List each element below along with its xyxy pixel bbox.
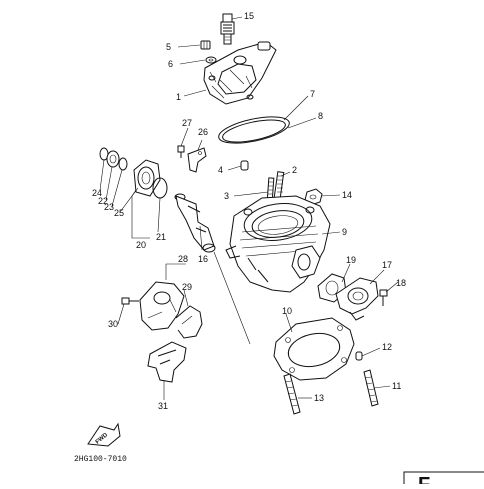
callout-11: 11 (392, 381, 401, 391)
callout-15: 15 (244, 11, 254, 21)
dowel-pin-12 (355, 351, 363, 361)
stud-bolt-13 (283, 373, 301, 415)
valve-cover-28 (139, 281, 185, 331)
head-gasket-outer (218, 116, 290, 144)
corner-letter: F (418, 474, 430, 484)
callout-26: 26 (198, 127, 208, 137)
exhaust-valve-shaft-16 (174, 193, 216, 253)
callout-25: 25 (114, 208, 124, 218)
spark-plug (220, 13, 235, 45)
washer (205, 56, 217, 64)
callout-7: 7 (310, 89, 315, 99)
fwd-arrow-icon: FWD (87, 422, 121, 447)
stud-bolt-11 (363, 369, 379, 407)
bracket-26 (187, 147, 207, 173)
callout-18: 18 (396, 278, 406, 288)
callout-4: 4 (218, 165, 223, 175)
drawing-code: 2HG100-7010 (74, 455, 127, 464)
callout-9: 9 (342, 227, 347, 237)
callout-27: 27 (182, 118, 192, 128)
assembly-line (213, 251, 251, 345)
callout-10: 10 (282, 306, 292, 316)
base-gasket-10 (273, 317, 355, 381)
callout-17: 17 (382, 260, 392, 270)
bolt-27 (177, 145, 185, 158)
callout-19: 19 (346, 255, 356, 265)
seal-23 (118, 157, 128, 171)
callout-24: 24 (92, 188, 102, 198)
callout-16: 16 (198, 254, 208, 264)
valve-housing-25 (133, 159, 161, 197)
bolt-18 (379, 289, 388, 306)
cylinder-head (203, 41, 277, 105)
head-gasket-inner (222, 119, 286, 143)
callout-20: 20 (136, 240, 146, 250)
plug-4 (240, 160, 249, 171)
callout-12: 12 (382, 342, 392, 352)
corner-bracket (403, 471, 484, 484)
cover-gasket-29 (175, 305, 203, 339)
callout-31: 31 (158, 401, 168, 411)
callout-1: 1 (176, 92, 181, 102)
callout-23: 23 (104, 202, 114, 212)
callout-2: 2 (292, 165, 297, 175)
exhaust-flange-17 (335, 277, 379, 321)
callout-6: 6 (168, 59, 173, 69)
callout-5: 5 (166, 42, 171, 52)
callout-30: 30 (108, 319, 118, 329)
cylinder (225, 195, 331, 293)
bolt-30 (121, 297, 139, 305)
callout-13: 13 (314, 393, 324, 403)
callout-3: 3 (224, 191, 229, 201)
callout-28: 28 (178, 254, 188, 264)
callout-labels: 15 5 6 1 7 8 27 26 4 2 24 22 23 25 3 14 … (92, 11, 406, 411)
callout-29: 29 (182, 282, 192, 292)
callout-21: 21 (156, 232, 166, 242)
callout-8: 8 (318, 111, 323, 121)
cap-nut (200, 40, 211, 50)
clip-31 (147, 341, 187, 383)
callout-22: 22 (98, 196, 108, 206)
bearing-22 (106, 150, 120, 168)
callout-14: 14 (342, 190, 352, 200)
leader-lines (99, 16, 399, 400)
